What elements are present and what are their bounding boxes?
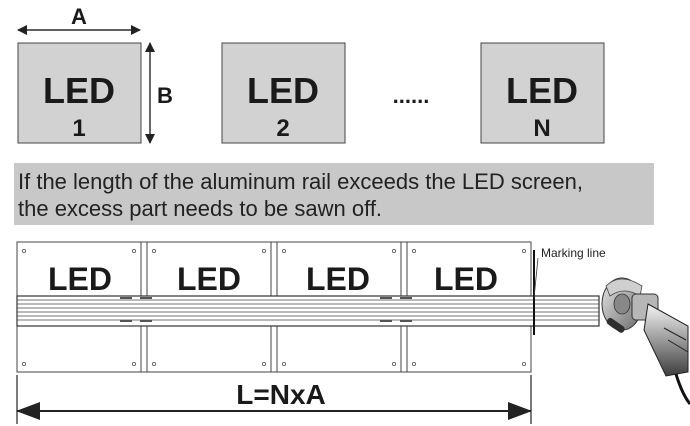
dimension-b: B	[145, 42, 173, 144]
top-module-n-index: N	[533, 115, 550, 142]
dimension-b-label: B	[157, 83, 173, 108]
bottom-assembly: LED LED LED LED	[16, 241, 606, 373]
ellipsis: ......	[393, 83, 430, 108]
instruction-line-2: the excess part needs to be sawn off.	[18, 196, 383, 221]
marking-line-label: Marking line	[541, 246, 606, 260]
bottom-module-4-title: LED	[434, 261, 498, 297]
screw-holes	[21, 248, 527, 366]
dimension-a: A	[17, 4, 141, 35]
instruction-line-1: If the length of the aluminum rail excee…	[18, 169, 583, 194]
length-dimension: L=NxA	[16, 375, 532, 424]
top-module-1: LED 1	[17, 42, 142, 144]
bottom-module-2-title: LED	[177, 261, 241, 297]
dimension-a-label: A	[71, 4, 87, 29]
top-module-n: LED N	[480, 42, 605, 144]
top-module-2-index: 2	[276, 115, 289, 142]
bottom-module-1-title: LED	[48, 261, 112, 297]
instruction-note: If the length of the aluminum rail excee…	[14, 163, 654, 225]
top-module-2-title: LED	[247, 70, 319, 111]
aluminum-rail	[16, 295, 600, 327]
angle-grinder-icon	[601, 277, 690, 405]
marking-line	[533, 250, 539, 335]
top-module-n-title: LED	[506, 70, 578, 111]
bottom-module-3-title: LED	[306, 261, 370, 297]
top-module-1-index: 1	[72, 115, 85, 142]
length-label: L=NxA	[236, 379, 325, 410]
top-module-1-title: LED	[43, 70, 115, 111]
top-module-2: LED 2	[221, 42, 346, 144]
